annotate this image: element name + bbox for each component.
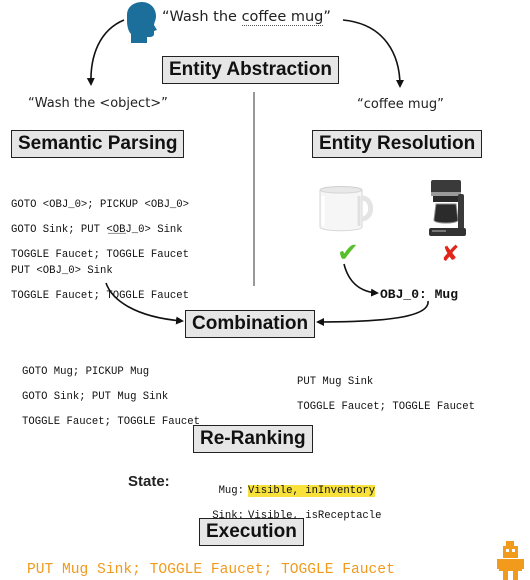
combined-plan-line: TOGGLE Faucet; TOGGLE Faucet	[22, 415, 201, 428]
state-props-highlighted: Visible, inInventory	[248, 484, 376, 497]
instruction-text: “Wash the coffee mug”	[162, 9, 331, 26]
combined-plan-right: PUT Mug Sink TOGGLE Faucet; TOGGLE Fauce…	[297, 363, 475, 426]
robot-icon	[497, 541, 524, 580]
state-object-name: Mug:	[218, 484, 244, 497]
combined-plan-left: GOTO Mug; PICKUP Mug GOTO Sink; PUT Mug …	[22, 353, 200, 441]
arrow-to-entity-phrase	[342, 19, 404, 88]
arrow-to-abstracted	[86, 19, 125, 86]
parse-plan-1: GOTO <OBJ_0>; PICKUP <OBJ_0> GOTO Sink; …	[11, 186, 189, 274]
cross-icon: ✘	[441, 242, 460, 267]
state-props: Visible, inInventory Visible, isReceptac…	[248, 472, 382, 535]
parse-plan-1-line: GOTO Sink; PUT <OBJ_0> Sink	[11, 223, 183, 236]
mug-icon	[319, 186, 374, 232]
semantic-parsing-box: Semantic Parsing	[11, 130, 185, 158]
parse-ellipsis: ………	[108, 227, 127, 238]
reranking-box: Re-Ranking	[193, 425, 313, 453]
combined-plan-line: GOTO Mug; PICKUP Mug	[22, 365, 150, 378]
check-icon: ✔	[337, 238, 359, 268]
combined-plan-line: TOGGLE Faucet; TOGGLE Faucet	[297, 400, 476, 413]
arrow-mug-to-obj	[343, 263, 379, 297]
entity-resolution-box: Entity Resolution	[312, 130, 483, 158]
instruction-close: ”	[323, 9, 331, 25]
combination-box: Combination	[185, 310, 316, 338]
coffee-maker-icon	[429, 180, 466, 236]
instruction-open: “Wash the	[162, 9, 242, 25]
execution-box: Execution	[199, 518, 304, 546]
combined-plan-line: GOTO Sink; PUT Mug Sink	[22, 390, 169, 403]
parse-plan-1-line: GOTO <OBJ_0>; PICKUP <OBJ_0>	[11, 198, 190, 211]
parse-plan-2: PUT <OBJ_0> Sink TOGGLE Faucet; TOGGLE F…	[11, 252, 189, 315]
arrow-obj-to-combination	[316, 300, 429, 326]
head-silhouette-icon	[127, 2, 157, 43]
execution-command: PUT Mug Sink; TOGGLE Faucet; TOGGLE Fauc…	[27, 562, 395, 578]
parse-plan-2-line: TOGGLE Faucet; TOGGLE Faucet	[11, 289, 190, 302]
resolved-entity: OBJ_0: Mug	[380, 287, 459, 302]
entity-phrase: “coffee mug”	[357, 97, 444, 112]
instruction-object: coffee mug	[241, 9, 324, 26]
arrow-parsing-to-combination	[105, 282, 184, 325]
entity-abstraction-box: Entity Abstraction	[162, 56, 339, 84]
combined-plan-line: PUT Mug Sink	[297, 375, 374, 388]
state-label: State:	[128, 473, 170, 490]
abstracted-instruction: “Wash the <object>”	[28, 96, 168, 111]
parse-plan-2-line: PUT <OBJ_0> Sink	[11, 264, 113, 277]
parse-plan-1-line: TOGGLE Faucet; TOGGLE Faucet	[11, 248, 190, 261]
